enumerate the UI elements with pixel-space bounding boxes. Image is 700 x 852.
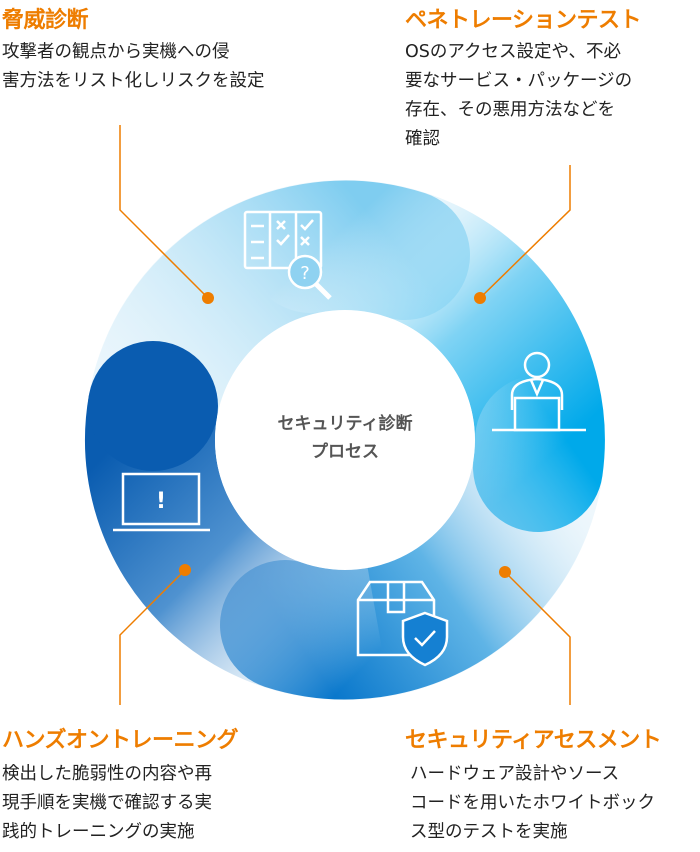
- center-label: セキュリティ診断 プロセス: [245, 410, 445, 466]
- description-line: ハードウェア設計やソース: [410, 764, 620, 784]
- description-line: 攻撃者の観点から実機への侵: [2, 42, 230, 62]
- description-line: 要なサービス・パッケージの: [405, 71, 633, 91]
- connector-dot: [202, 292, 214, 304]
- step-description-hands-on-training: 検出した脆弱性の内容や再 現手順を実機で確認する実 践的トレーニングの実施: [2, 760, 212, 847]
- center-label-line: セキュリティ診断: [277, 414, 413, 434]
- step-description-security-assessment: ハードウェア設計やソース コードを用いたホワイトボック ス型のテストを実施: [410, 760, 655, 847]
- description-line: コードを用いたホワイトボック: [410, 793, 655, 813]
- step-title-penetration-test: ペネトレーションテスト: [405, 8, 642, 33]
- laptop-warning-icon: !: [113, 472, 210, 532]
- person-laptop-icon: [492, 351, 586, 432]
- svg-text:!: !: [156, 489, 166, 514]
- connector-dot: [499, 566, 511, 578]
- connector-line: [119, 569, 186, 705]
- description-line: 践的トレーニングの実施: [2, 822, 195, 842]
- connector-line: [119, 125, 209, 299]
- box-shield-icon: [356, 580, 449, 667]
- step-description-penetration-test: OSのアクセス設定や、不必 要なサービス・パッケージの 存在、その悪用方法などを…: [405, 38, 632, 154]
- step-title-security-assessment: セキュリティアセスメント: [405, 728, 662, 753]
- step-description-threat-analysis: 攻撃者の観点から実機への侵 害方法をリスト化しリスクを設定: [2, 38, 265, 96]
- description-line: 検出した脆弱性の内容や再: [2, 764, 212, 784]
- description-line: 害方法をリスト化しリスクを設定: [2, 71, 265, 91]
- description-line: 確認: [405, 129, 440, 149]
- description-line: 現手順を実機で確認する実: [2, 793, 212, 813]
- step-title-threat-analysis: 脅威診断: [2, 8, 89, 33]
- connector-dot: [474, 292, 486, 304]
- connector-line: [479, 165, 571, 299]
- description-line: 存在、その悪用方法などを: [405, 100, 615, 120]
- checklist-search-icon: ?: [243, 210, 332, 300]
- svg-text:?: ?: [300, 263, 310, 284]
- connector-line: [504, 571, 571, 705]
- center-label-line: プロセス: [311, 442, 379, 462]
- description-line: OSのアクセス設定や、不必: [405, 42, 621, 62]
- segment-cap: [88, 341, 218, 471]
- step-title-hands-on-training: ハンズオントレーニング: [2, 728, 239, 753]
- connector-dot: [179, 564, 191, 576]
- center-circle: [215, 310, 475, 570]
- description-line: ス型のテストを実施: [410, 822, 568, 842]
